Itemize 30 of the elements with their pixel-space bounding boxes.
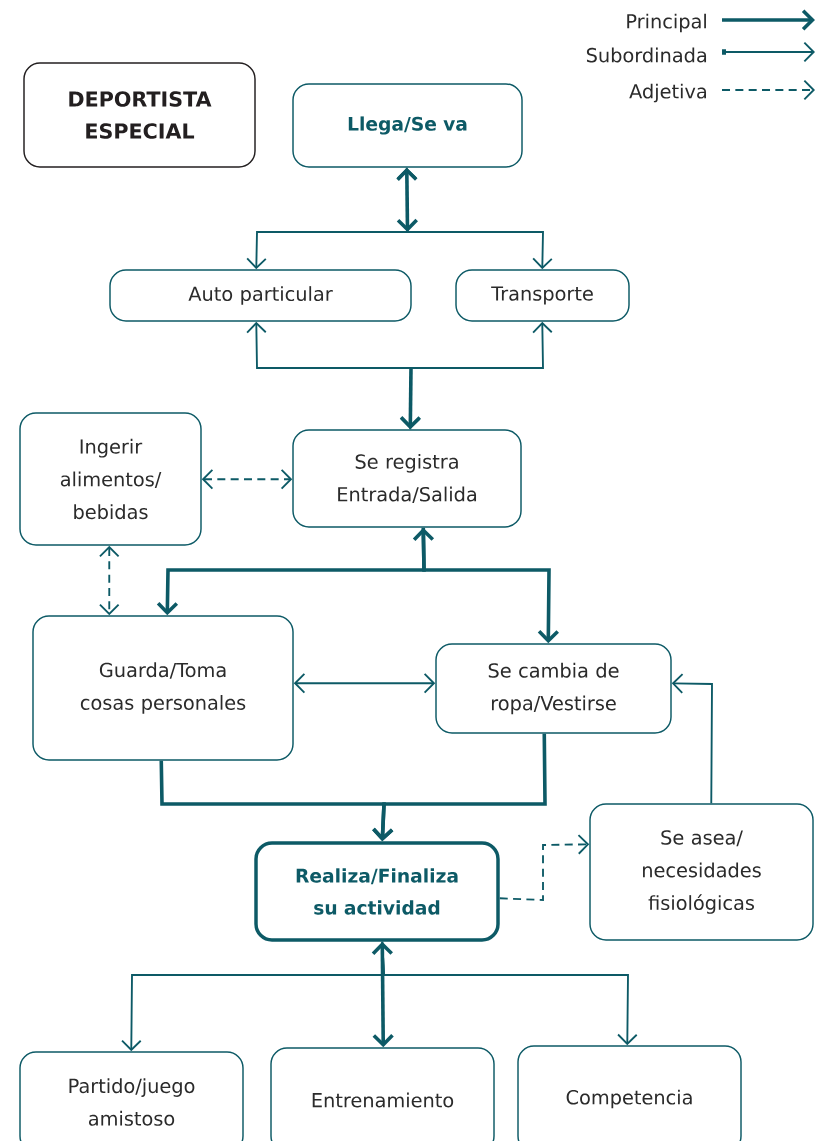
arrow — [246, 321, 421, 430]
arrow — [293, 673, 436, 694]
process-box: Guarda/Toma cosas personales — [32, 615, 294, 761]
arrow — [246, 167, 418, 270]
arrow — [409, 321, 553, 431]
process-box: Ingerir alimentos/ bebidas — [19, 412, 202, 546]
arrow — [671, 673, 713, 805]
title-box: DEPORTISTA ESPECIAL — [23, 62, 256, 168]
legend-label: Principal — [627, 13, 706, 33]
process-box: Llega/Se va — [292, 83, 523, 168]
legend-label: Adjetiva — [629, 83, 706, 103]
process-box: Partido/juego amistoso — [19, 1051, 244, 1141]
process-box: Realiza/Finaliza su actividad — [254, 841, 500, 942]
arrow — [381, 940, 638, 1046]
arrow — [156, 527, 435, 616]
arrow — [498, 834, 590, 901]
process-box: Se registra Entrada/Salida — [292, 429, 522, 528]
process-box: Auto particular — [109, 269, 412, 322]
process-box: Transporte — [455, 269, 630, 322]
arrow — [421, 527, 559, 644]
process-box: Se cambia de ropa/Vestirse — [435, 643, 672, 734]
process-box: Competencia — [517, 1045, 742, 1141]
arrow — [99, 545, 120, 616]
arrow — [201, 469, 293, 490]
arrow — [372, 733, 547, 842]
process-box: Se asea/ necesidades fisiológicas — [589, 803, 814, 941]
arrow — [405, 166, 553, 270]
legend-label: Subordinada — [586, 47, 707, 63]
arrow — [371, 941, 394, 1048]
process-box: Entrenamiento — [270, 1047, 495, 1141]
